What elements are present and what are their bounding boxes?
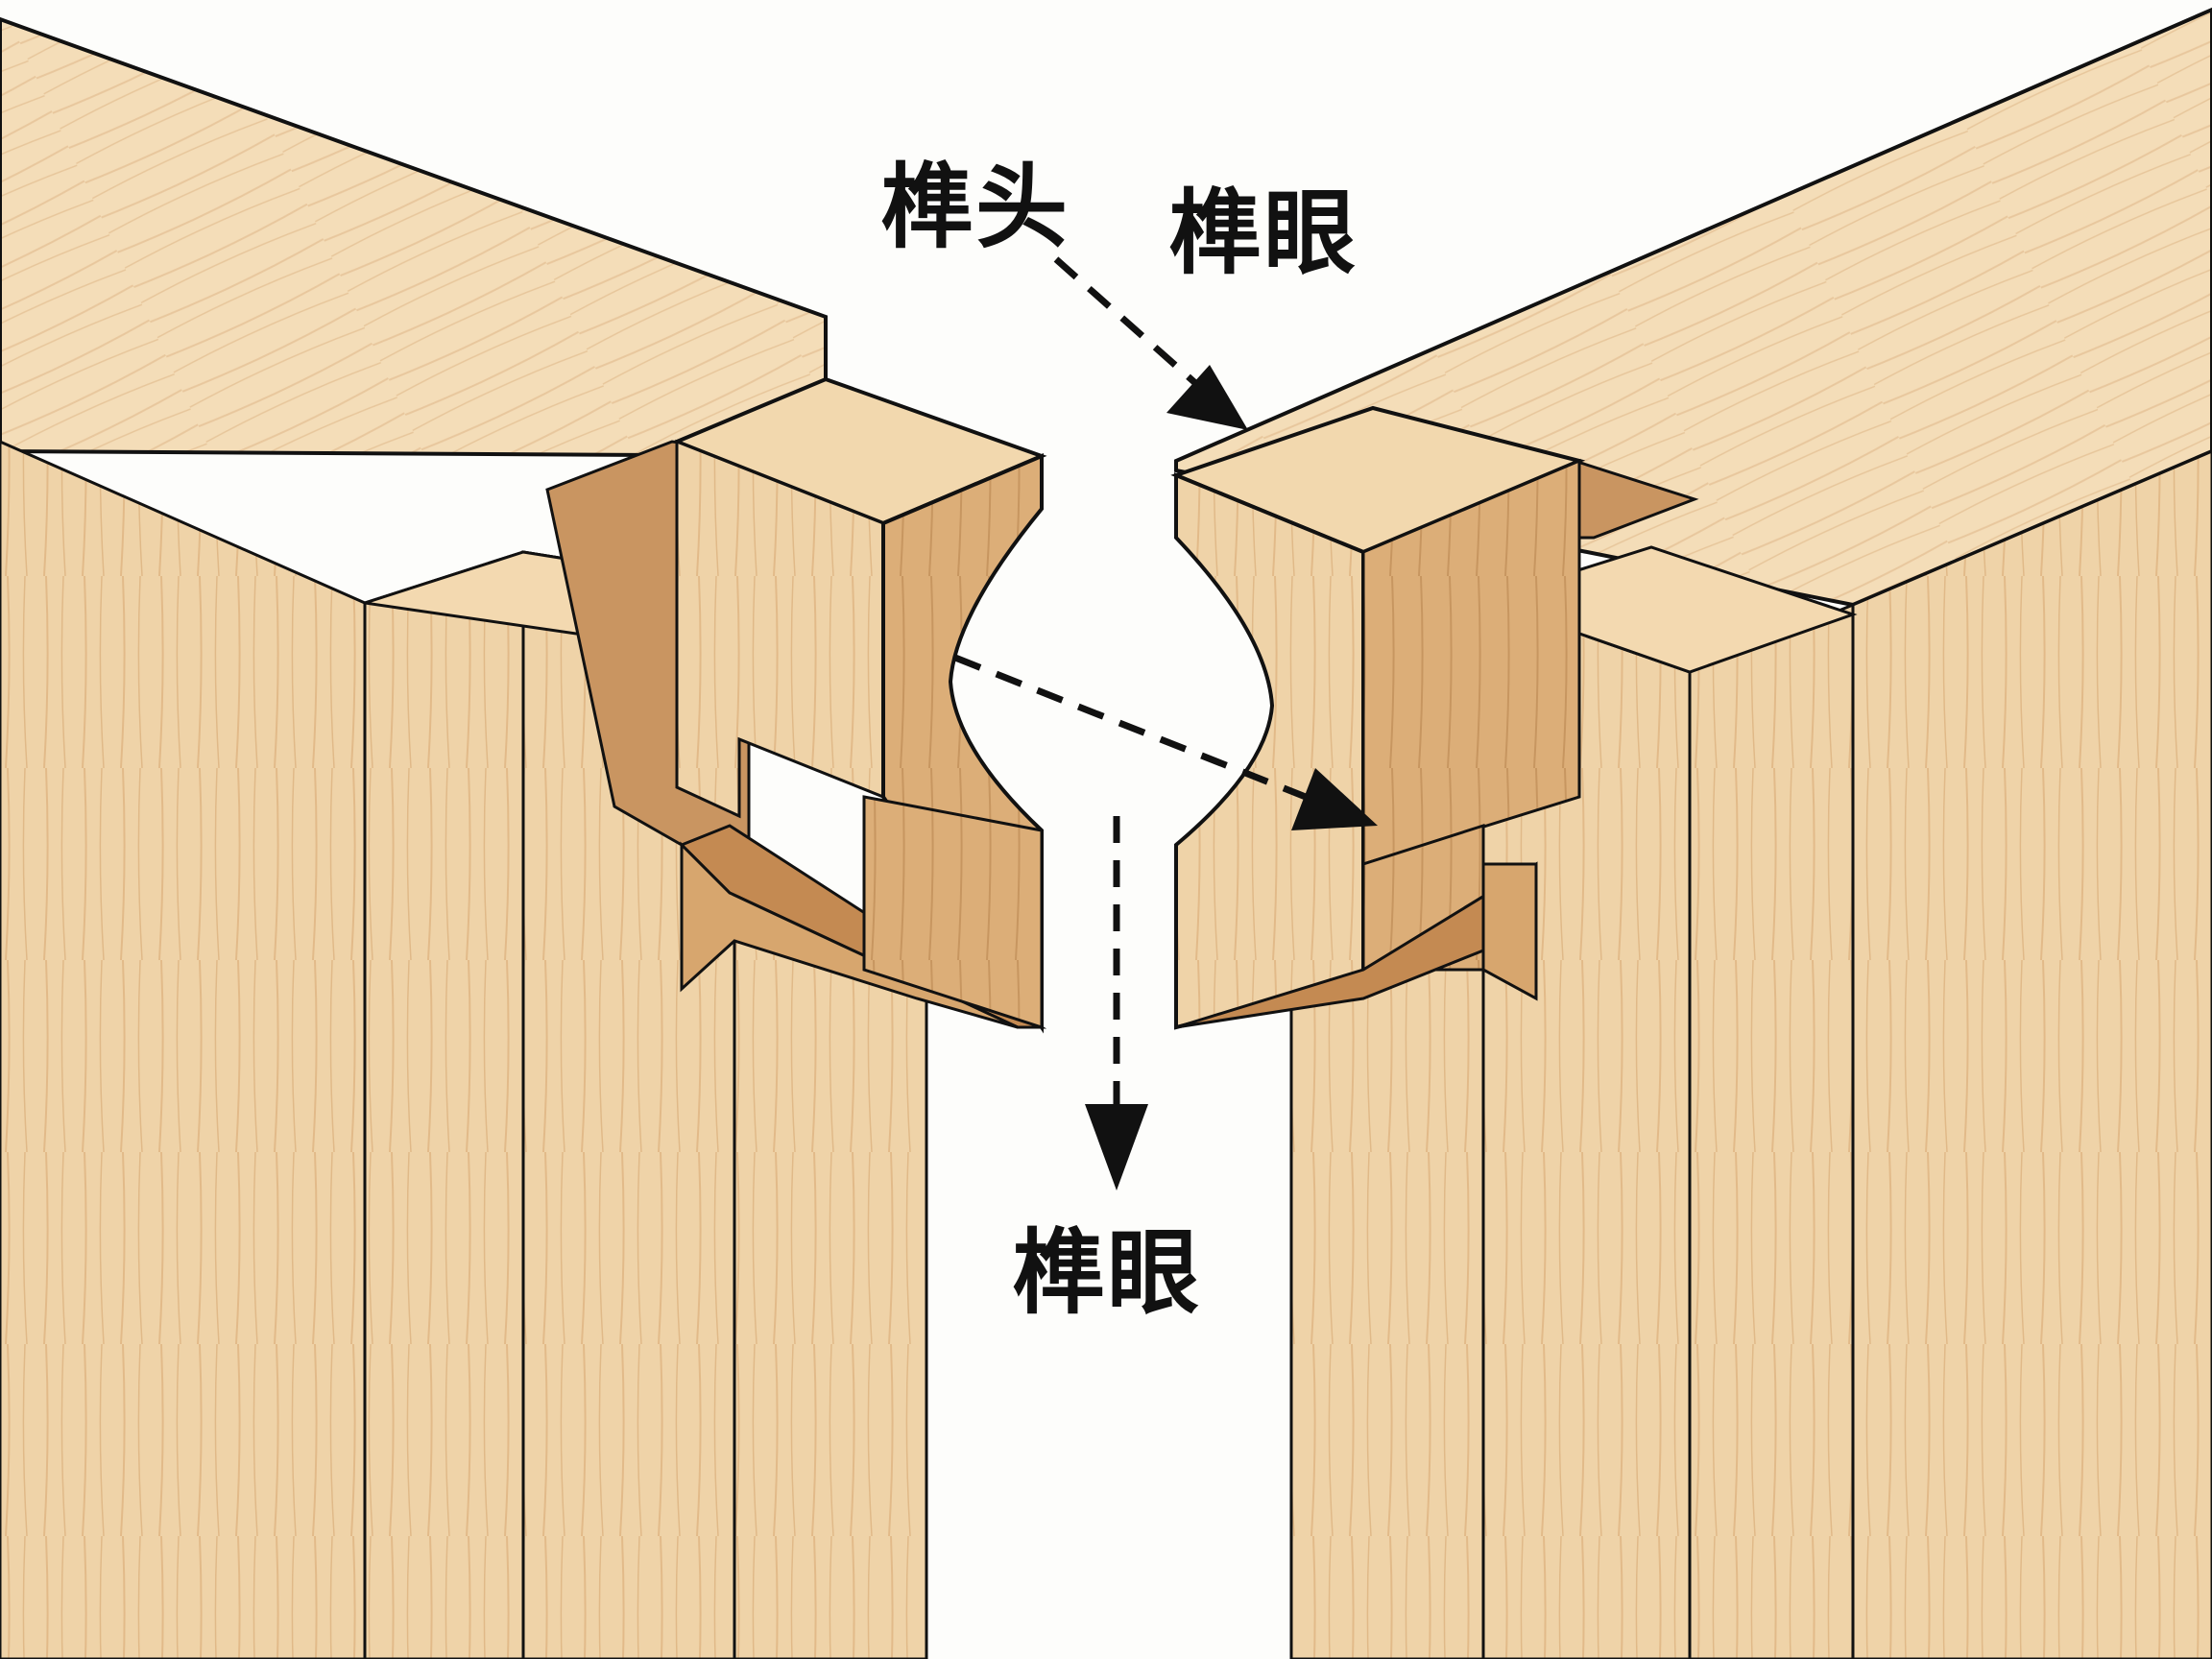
left-tenon-bottom [680, 841, 1019, 1029]
left-tenon-lower-side [862, 795, 1044, 1030]
right-post-side [1688, 602, 1855, 1659]
left-board [0, 16, 1047, 1659]
right-board [1170, 7, 2212, 1659]
right-tenon-waist [1174, 472, 1365, 1030]
right-tenon-side [1361, 458, 1581, 867]
right-board-side-face [1851, 449, 2212, 1659]
arrow-waist-to-cavity [953, 654, 1332, 810]
arrow-head-icon [1166, 365, 1248, 430]
arrow-head-icon [1085, 1104, 1148, 1190]
left-inner-post [733, 939, 928, 1659]
arrow-head-icon [1291, 768, 1378, 830]
right-inner-post [1289, 968, 1485, 1659]
left-board-top-face [0, 16, 828, 459]
label-tenon: 榫头 [881, 154, 1070, 261]
label-mortise-bottom: 榫眼 [1013, 1219, 1201, 1327]
label-mortise-top: 榫眼 [1169, 180, 1358, 287]
arrows [953, 256, 1378, 1190]
right-tenon-bottom [1481, 862, 1538, 1001]
left-board-side-face [0, 440, 367, 1659]
